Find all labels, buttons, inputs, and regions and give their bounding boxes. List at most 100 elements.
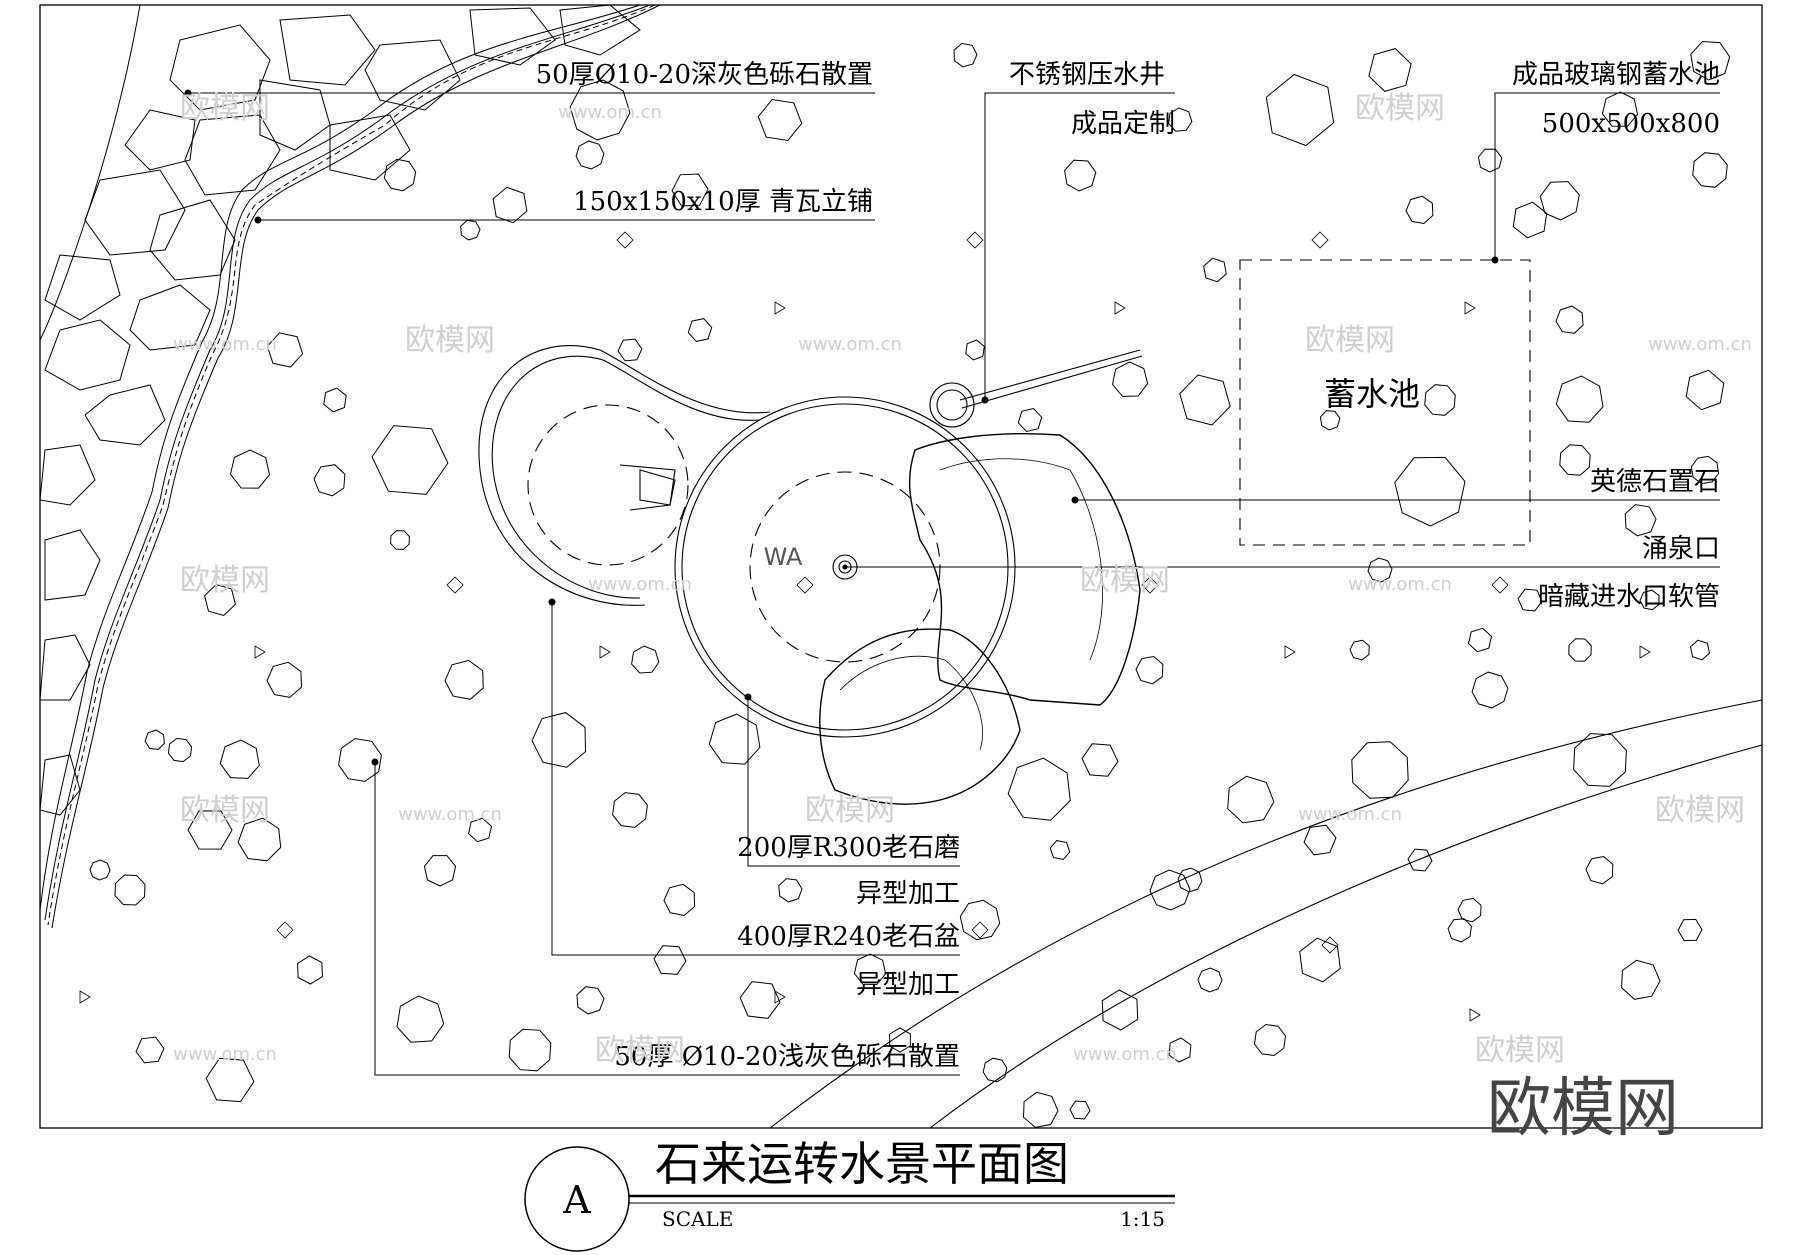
gravel-stone xyxy=(1512,201,1548,239)
gravel-stone xyxy=(653,945,687,975)
gravel-stone xyxy=(266,661,303,698)
label-stone: 英德石置石 xyxy=(1590,467,1720,497)
gravel-stone xyxy=(1017,407,1043,433)
gravel-stone xyxy=(237,817,282,862)
gravel-marker xyxy=(254,645,266,659)
gravel-stone xyxy=(1621,959,1661,1000)
gravel-stone xyxy=(1559,444,1591,476)
gravel-stone xyxy=(444,659,484,700)
gravel-marker xyxy=(1639,645,1651,659)
gravel-stone xyxy=(1299,937,1341,983)
gravel-stone xyxy=(1477,148,1503,173)
gravel-marker xyxy=(1311,231,1329,249)
tile-border xyxy=(39,4,661,929)
title-symbol-circle xyxy=(524,1146,630,1252)
gravel-stone xyxy=(1555,305,1584,334)
label-steel-well: 不锈钢压水井 xyxy=(1009,60,1165,90)
watermark-text: www.om.cn xyxy=(173,334,277,355)
gravel-stone xyxy=(383,158,417,192)
gravel-pattern xyxy=(79,40,1731,1128)
brand-watermark: 欧模网 xyxy=(1487,1072,1679,1146)
title-block: A 石来运转水景平面图 SCALE 1:15 xyxy=(524,1137,1175,1252)
gravel-marker xyxy=(1114,301,1126,315)
gravel-stone xyxy=(371,425,449,495)
gravel-stone xyxy=(853,953,887,986)
gravel-stone xyxy=(1303,824,1337,856)
gravel-stone xyxy=(508,1028,552,1072)
gravel-stone xyxy=(739,981,781,1019)
gravel-stone xyxy=(531,712,587,768)
gravel-marker xyxy=(79,990,91,1004)
gravel-marker xyxy=(1141,576,1159,594)
gravel-marker xyxy=(1284,645,1296,659)
gravel-stone xyxy=(569,79,631,141)
label-gravel-dark: 50厚Ø10-20深灰色砾石散置 xyxy=(536,60,873,90)
watermark-text: www.om.cn xyxy=(1348,574,1452,595)
gravel-stone xyxy=(338,738,382,782)
gravel-stone xyxy=(204,583,236,617)
gravel-stone xyxy=(1351,741,1409,799)
gravel-stone xyxy=(1573,733,1627,787)
gravel-stone xyxy=(323,387,347,413)
gravel-stone xyxy=(575,140,605,170)
watermark-text: www.om.cn xyxy=(1298,804,1402,825)
watermark-text: 欧模网 xyxy=(1305,323,1395,358)
gravel-stone xyxy=(757,98,803,142)
gravel-stone xyxy=(89,859,111,881)
watermarks: 欧模网 www.om.cn 欧模网 www.om.cn 欧模网 www.om.cn 欧模网 w… xyxy=(173,91,1752,1068)
rock-group xyxy=(819,433,1141,805)
gravel-stone xyxy=(396,995,445,1043)
gravel-marker xyxy=(446,576,464,594)
gravel-marker xyxy=(616,231,634,249)
leader-dots xyxy=(184,89,1499,766)
gravel-stone xyxy=(671,173,709,207)
gravel-stone xyxy=(965,339,985,361)
label-fountain: 涌泉口 xyxy=(1642,534,1720,564)
gravel-stone xyxy=(1069,1100,1091,1120)
watermark-text: 欧模网 xyxy=(595,1033,685,1068)
gravel-marker xyxy=(1321,936,1339,954)
drawing-title: 石来运转水景平面图 xyxy=(655,1137,1069,1191)
gravel-stone xyxy=(1227,775,1275,824)
gravel-marker xyxy=(1491,576,1509,594)
watermark-text: 欧模网 xyxy=(1080,563,1170,598)
drawing-frame xyxy=(39,4,1763,1129)
gravel-marker xyxy=(276,921,294,939)
scale-value: 1:15 xyxy=(1120,1207,1165,1231)
watermark-text: www.om.cn xyxy=(588,574,692,595)
gravel-stone xyxy=(297,955,323,985)
gravel-stone xyxy=(205,1057,255,1103)
path-edge xyxy=(769,699,1763,1129)
gravel-stone xyxy=(1692,152,1728,188)
gravel-stone xyxy=(1368,48,1412,92)
gravel-stone xyxy=(1689,639,1711,661)
scale-label: SCALE xyxy=(662,1207,733,1231)
gravel-marker xyxy=(774,990,786,1004)
watermark-text: www.om.cn xyxy=(1073,1044,1177,1065)
gravel-stone xyxy=(1467,627,1493,653)
gravel-marker xyxy=(1464,301,1476,315)
watermark-text: www.om.cn xyxy=(558,102,662,123)
gravel-stone xyxy=(1447,918,1472,943)
gravel-stone xyxy=(1101,989,1139,1031)
gravel-stone xyxy=(1424,384,1456,416)
watermark-text: 欧模网 xyxy=(180,793,270,828)
gravel-stone xyxy=(1517,588,1543,612)
gravel-stone xyxy=(1197,967,1223,993)
gravel-stone xyxy=(1367,557,1393,583)
watermark-text: www.om.cn xyxy=(798,334,902,355)
watermark-text: www.om.cn xyxy=(173,1044,277,1065)
gravel-stone xyxy=(663,883,696,917)
gravel-stone xyxy=(1349,639,1370,661)
label-tank-size: 500x500x800 xyxy=(1542,109,1720,139)
watermark-text: 欧模网 xyxy=(805,793,895,828)
gravel-stone xyxy=(1135,655,1164,685)
gravel-marker xyxy=(966,231,984,249)
gravel-stone xyxy=(1639,589,1660,611)
gravel-stone xyxy=(1601,91,1639,127)
gravel-marker xyxy=(796,576,814,594)
label-wa: WA xyxy=(764,543,803,571)
gravel-stone xyxy=(1394,456,1466,527)
gravel-stone xyxy=(959,899,1001,941)
